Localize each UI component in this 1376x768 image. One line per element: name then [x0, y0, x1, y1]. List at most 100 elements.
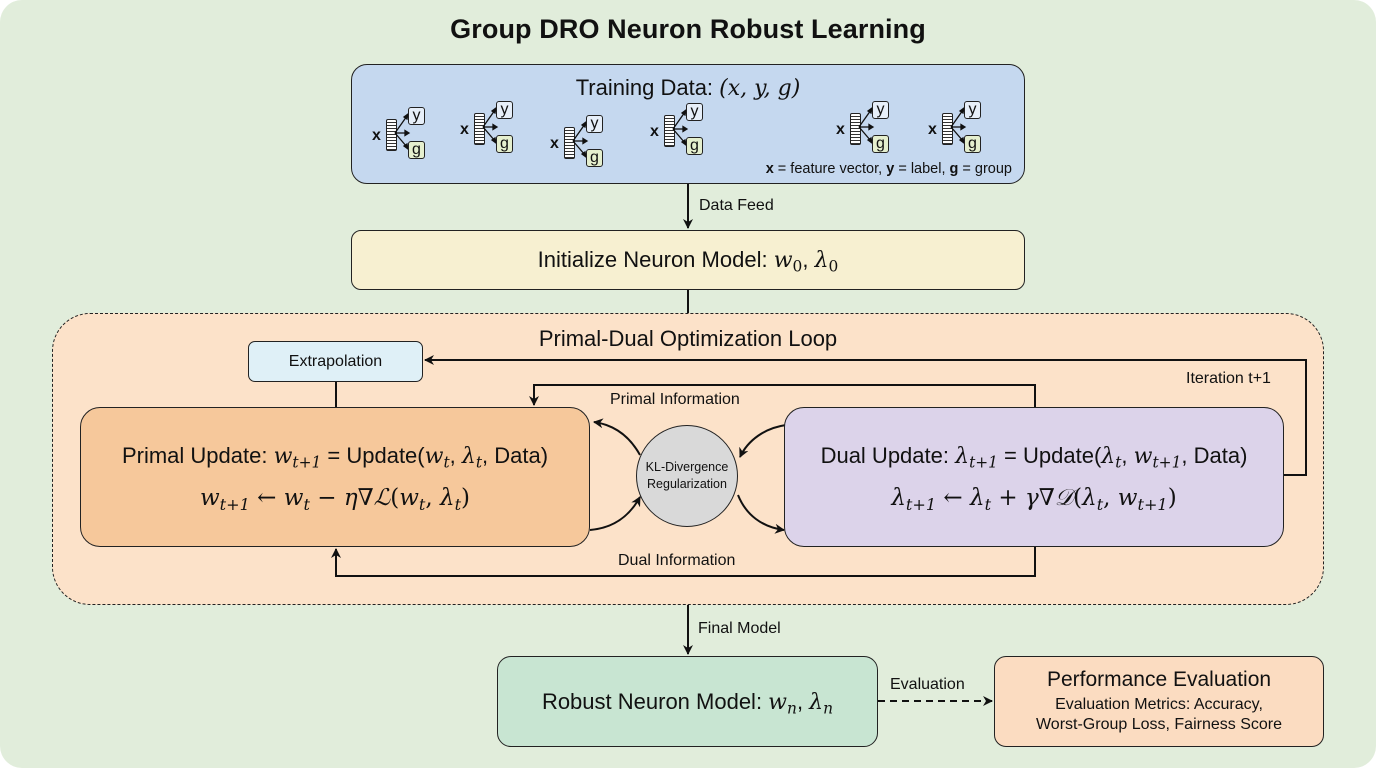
dual-eq1-arg2-sub: t+1 [1152, 453, 1182, 472]
diagram-title: Group DRO Neuron Robust Learning [450, 14, 926, 44]
primal-eq2-op: − [309, 485, 344, 511]
training-data-label: Training Data: (x, y, g) [352, 75, 1024, 101]
dual-to-kl-arc [739, 424, 787, 458]
performance-metrics-line2: Worst-Group Loss, Fairness Score [1035, 716, 1282, 733]
branch-arrows-icon [672, 108, 689, 147]
extrapolation-box: Extrapolation [248, 341, 423, 382]
performance-evaluation-box: Performance Evaluation Evaluation Metric… [994, 656, 1324, 747]
dual-eq2-arg2: w [1117, 485, 1138, 511]
primal-to-kl-arc [589, 496, 641, 531]
dual-information-label: Dual Information [618, 552, 736, 569]
training-legend: x = feature vector, y = label, g = group [766, 161, 1012, 177]
legend-y-key: y [886, 161, 895, 177]
data-feed-label: Data Feed [699, 197, 774, 214]
primal-eq2-arg2: λ [440, 485, 455, 511]
performance-metrics-line1: Evaluation Metrics: Accuracy, [1055, 696, 1263, 713]
init-lambda: λ [814, 248, 829, 273]
primal-eq2-arrow: ← [249, 485, 284, 511]
primal-eq2-a: w [283, 485, 304, 511]
sample-x-label: x [650, 123, 659, 140]
sample-group-tag: g [964, 135, 981, 153]
sample-x-label: x [836, 121, 845, 138]
dual-eq1-end: Data) [1193, 443, 1248, 468]
branch-arrows-icon [950, 106, 967, 145]
sample-label-tag: y [586, 115, 603, 133]
primal-information-label: Primal Information [610, 391, 740, 408]
dual-update-title: Dual Update: [820, 443, 956, 468]
dual-eq1-lhs-sub: t+1 [969, 453, 998, 472]
legend-y-desc: = label, [894, 161, 950, 177]
loop-title: Primal-Dual Optimization Loop [538, 326, 838, 351]
initialize-model-label: Initialize Neuron Model: w0, λ0 [538, 247, 839, 276]
branch-arrows-icon [482, 106, 499, 145]
sample-x-label: x [550, 135, 559, 152]
initialize-model-box: Initialize Neuron Model: w0, λ0 [351, 230, 1025, 290]
extrapolation-label: Extrapolation [288, 352, 383, 370]
dual-eq2-arg1-sub: t [1096, 494, 1104, 514]
robust-lambda-sub: n [823, 699, 834, 718]
dual-eq2-lhs-sub: t+1 [905, 494, 937, 514]
init-w-sub: 0 [792, 257, 803, 276]
dual-eq2-arrow: ← [936, 485, 971, 511]
sample-label-tag: y [496, 101, 513, 119]
final-model-label: Final Model [698, 620, 781, 637]
robust-model-box: Robust Neuron Model: wn, λn [497, 656, 878, 747]
kl-to-dual-arc [737, 494, 785, 534]
dual-information-arrow [331, 547, 1036, 577]
primal-eq1-lhs: w [273, 444, 293, 469]
primal-eq2-arg1-sub: t [418, 494, 426, 514]
dual-eq2-arg2-sub: t+1 [1137, 494, 1168, 514]
sample-group-tag: g [872, 135, 889, 153]
dual-eq1-mid: = Update( [997, 443, 1102, 468]
sample-group-tag: g [496, 135, 513, 153]
init-w: w [773, 248, 793, 273]
primal-eq1-mid: = Update( [321, 443, 425, 468]
sample-label-tag: y [964, 101, 981, 119]
primal-eq1-arg2-sub: t [475, 453, 483, 472]
robust-w: w [768, 689, 788, 715]
sample-group-tag: g [686, 137, 703, 155]
init-sep: , [802, 247, 815, 272]
dual-gradient-equation: λt+1 ← λt + γ∇𝒟(λt, wt+1) [891, 485, 1177, 514]
sample-label-tag: y [408, 107, 425, 125]
sample-label-tag: y [872, 101, 889, 119]
primal-eq2-arg1: w [399, 485, 419, 511]
kl-to-primal-arc [593, 418, 641, 456]
dual-eq1-lhs: λ [955, 444, 970, 469]
sample-x-label: x [928, 121, 937, 138]
branch-arrows-icon [858, 106, 875, 145]
primal-eq1-arg2: λ [461, 444, 476, 469]
sample-group-tag: g [408, 141, 425, 159]
branch-arrows-icon [394, 112, 411, 151]
init-lambda-sub: 0 [828, 257, 839, 276]
primal-eq1-arg1-sub: t [443, 453, 450, 472]
robust-w-sub: n [787, 699, 797, 718]
primal-eq2-lhs-sub: t+1 [219, 494, 250, 514]
legend-x-key: x [765, 161, 774, 177]
legend-g-key: g [949, 161, 959, 177]
sample-label-tag: y [686, 103, 703, 121]
dual-eq2-coef: γ∇ [1024, 485, 1055, 511]
robust-sep: , [796, 688, 810, 714]
robust-text: Robust Neuron Model: [541, 688, 769, 714]
primal-eq2-coef: η∇ [343, 485, 374, 511]
sample-x-label: x [460, 121, 469, 138]
dual-eq1-arg1-sub: t [1115, 453, 1122, 472]
performance-title: Performance Evaluation [1046, 668, 1272, 691]
iteration-arrow [424, 355, 1307, 476]
dual-eq2-op: + [991, 485, 1025, 511]
dual-update-equation: Dual Update: λt+1 = Update(λt, wt+1, Dat… [820, 443, 1248, 472]
dual-eq2-a-sub: t [984, 494, 992, 514]
robust-model-label: Robust Neuron Model: wn, λn [541, 688, 834, 718]
dual-eq1-arg1: λ [1101, 444, 1116, 469]
robust-lambda: λ [809, 689, 824, 715]
primal-eq2-a-sub: t [303, 494, 310, 514]
dual-eq1-arg2: w [1133, 444, 1153, 469]
dual-eq2-fn: 𝒟 [1054, 485, 1074, 511]
